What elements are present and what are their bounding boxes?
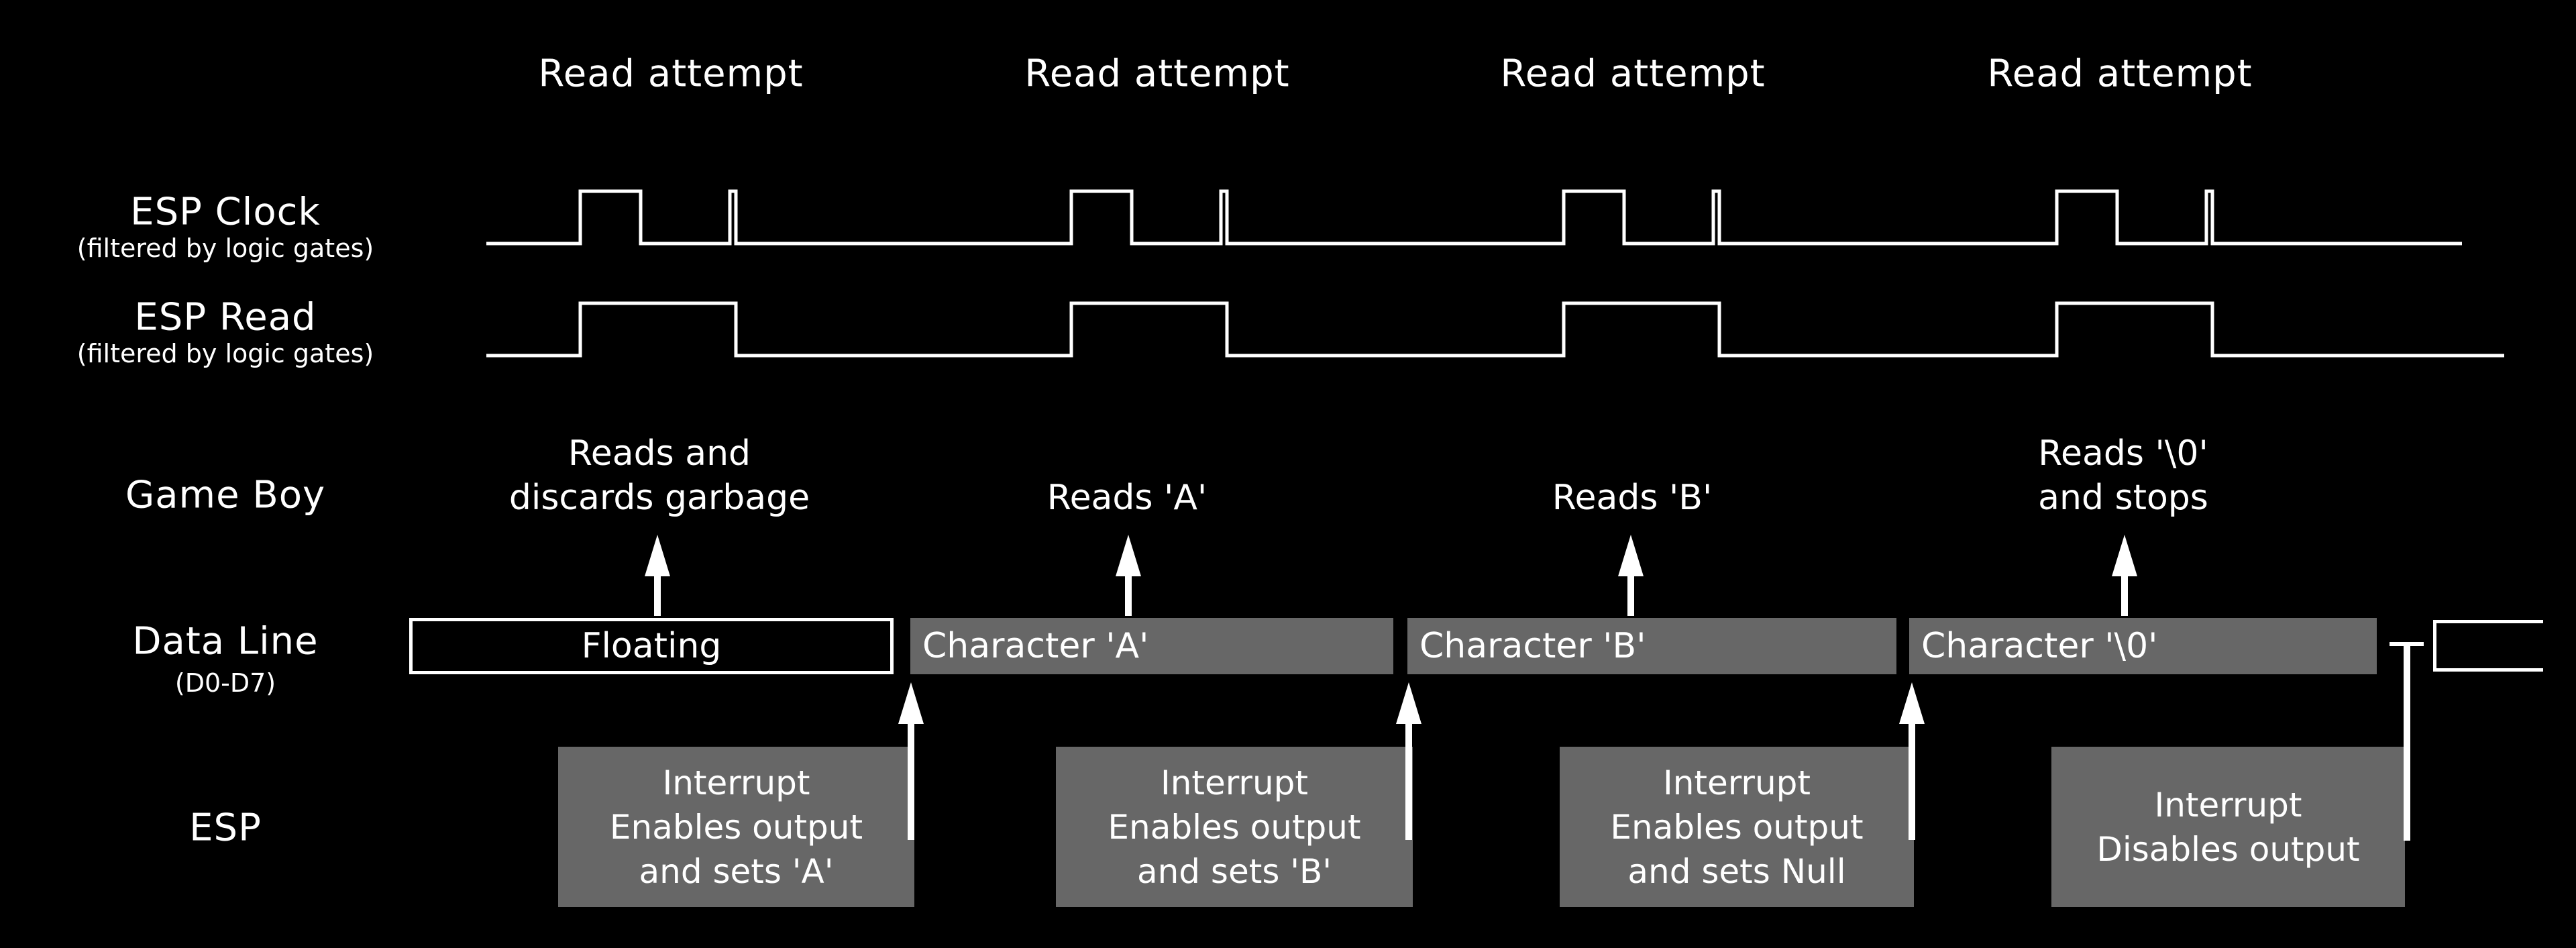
arrow-shaft [654,576,661,616]
read-attempt-label-3: Read attempt [1500,52,1766,96]
esp-box-line: and sets 'A' [639,851,834,891]
row-label-game-boy: Game Boy [125,473,326,517]
data-line-box-label: Character '\0' [1921,626,2158,666]
esp-box-line: Disables output [2096,829,2360,869]
esp-box-disables-output: Interrupt Disables output [2051,747,2405,907]
annotation-line: and stops [2038,478,2208,518]
esp-box-line: Enables output [609,807,863,847]
row-label-data-line: Data Line [132,619,319,664]
gameboy-annotation-reads-b: Reads 'B' [1552,476,1713,520]
esp-box-line: Interrupt [662,763,810,802]
esp-clock-waveform [486,189,2462,246]
row-label-esp-read-sub: (filtered by logic gates) [76,339,374,368]
data-line-box-char-null: Character '\0' [1909,618,2377,674]
read-attempt-label-1: Read attempt [538,52,804,96]
arrowhead-icon [1396,682,1421,724]
annotation-line: discards garbage [508,478,810,518]
read-attempt-label-2: Read attempt [1024,52,1290,96]
row-label-data-line-sub: (D0-D7) [174,668,276,698]
data-line-box-char-b: Character 'B' [1407,618,1896,674]
arrowhead-icon [1116,535,1141,576]
arrow-shaft [1627,576,1634,616]
esp-output-arrow-icon [1899,682,1925,840]
data-line-box-label: Character 'B' [1419,626,1646,666]
esp-box-sets-b: Interrupt Enables output and sets 'B' [1056,747,1413,907]
arrow-shaft [908,723,914,840]
read-arrow-icon [2112,535,2137,616]
esp-box-line: and sets Null [1627,851,1846,891]
arrowhead-icon [898,682,924,724]
disable-output-tack-stem [2404,644,2410,841]
arrow-shaft [1125,576,1132,616]
annotation-line: Reads 'B' [1552,478,1713,518]
gameboy-annotation-reads-a: Reads 'A' [1047,476,1207,520]
esp-read-waveform [486,301,2504,358]
data-line-box-label: Floating [581,626,722,666]
data-line-box-floating: Floating [409,618,894,674]
esp-box-line: and sets 'B' [1136,851,1332,891]
arrow-shaft [1405,723,1412,840]
annotation-line: Reads 'A' [1046,478,1208,518]
arrowhead-icon [645,535,670,576]
esp-box-line: Interrupt [1662,763,1811,802]
annotation-line: Reads and [568,433,751,474]
esp-box-line: Interrupt [1160,763,1309,802]
arrowhead-icon [2112,535,2137,576]
annotation-line: Reads '\0' [2038,433,2208,474]
row-label-esp-clock: ESP Clock [130,190,321,234]
gameboy-annotation-garbage: Reads and discards garbage [509,431,810,520]
data-line-floating-stub [2433,620,2543,672]
row-label-esp-read: ESP Read [134,295,317,339]
esp-box-sets-a: Interrupt Enables output and sets 'A' [558,747,914,907]
read-arrow-icon [1116,535,1141,616]
data-line-box-label: Character 'A' [922,626,1149,666]
esp-output-arrow-icon [898,682,924,840]
esp-box-sets-null: Interrupt Enables output and sets Null [1560,747,1914,907]
read-arrow-icon [1618,535,1644,616]
esp-box-line: Enables output [1108,807,1361,847]
arrowhead-icon [1899,682,1925,724]
esp-box-line: Interrupt [2154,785,2302,825]
arrowhead-icon [1618,535,1644,576]
arrow-shaft [2121,576,2128,616]
gameboy-annotation-stops: Reads '\0' and stops [2038,431,2208,520]
read-attempt-label-4: Read attempt [1987,52,2253,96]
esp-box-line: Enables output [1610,807,1864,847]
arrow-shaft [1909,723,1915,840]
data-line-box-char-a: Character 'A' [910,618,1393,674]
row-label-esp: ESP [189,806,262,850]
read-arrow-icon [645,535,670,616]
row-label-esp-clock-sub: (filtered by logic gates) [76,233,374,263]
esp-output-arrow-icon [1396,682,1421,840]
